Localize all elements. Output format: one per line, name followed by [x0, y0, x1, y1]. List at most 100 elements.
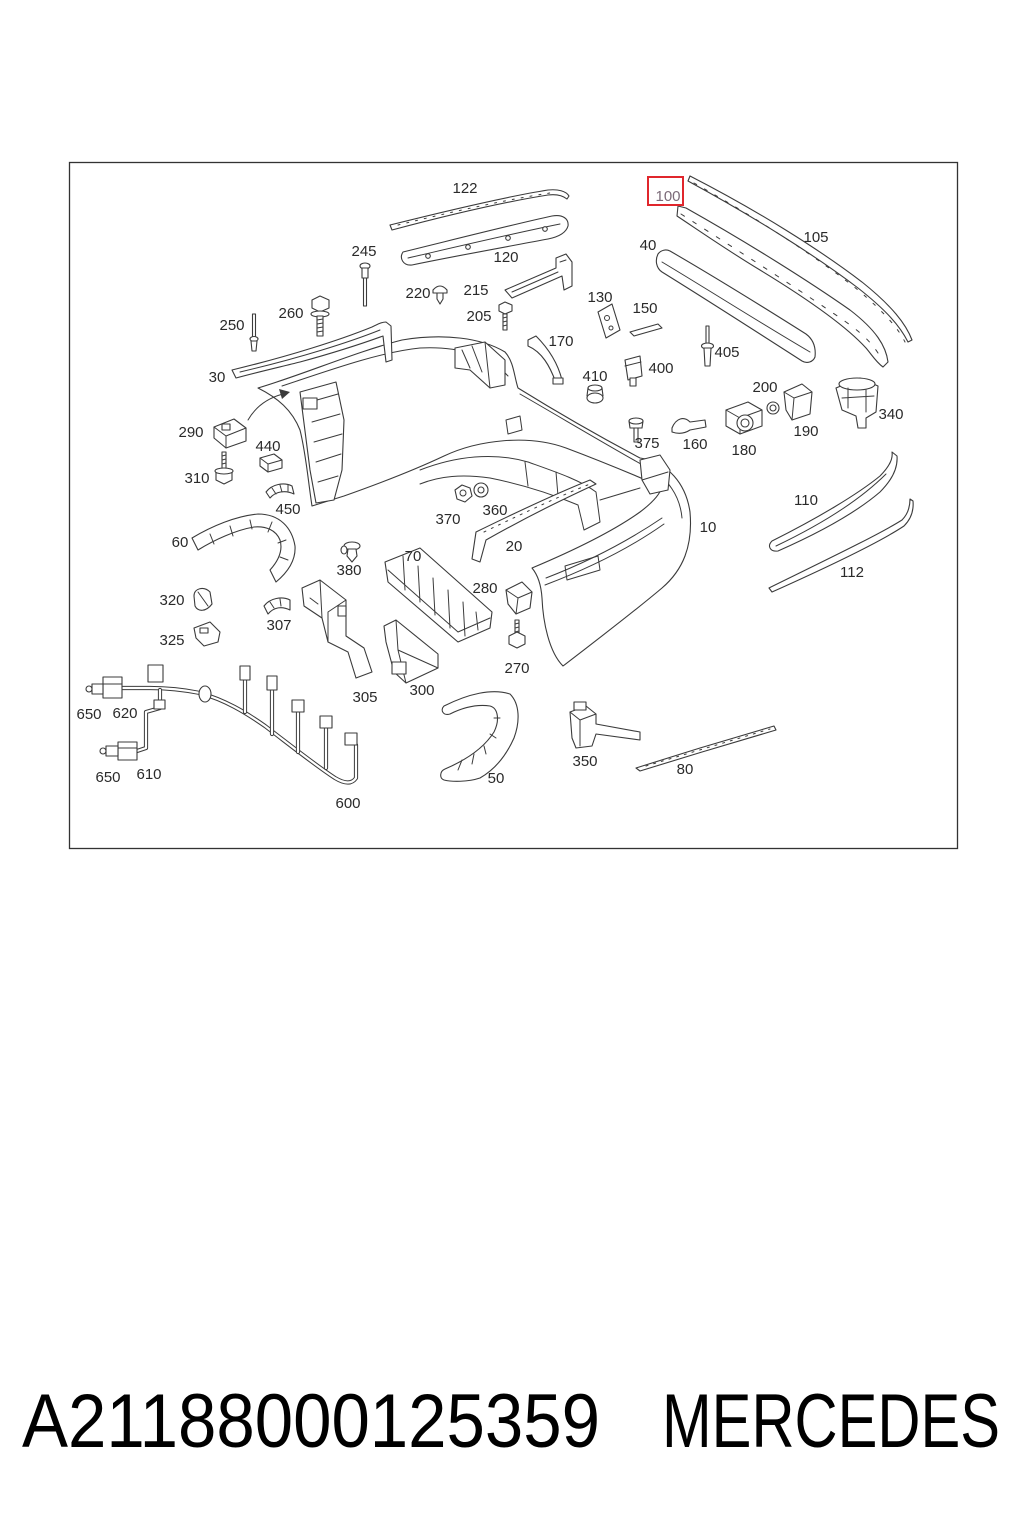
- callout-80: 80: [677, 761, 694, 778]
- callout-405: 405: [714, 344, 739, 361]
- part-290-clip: [213, 418, 247, 449]
- callout-320: 320: [159, 592, 184, 609]
- part-610-connector: [117, 741, 138, 761]
- footer-part-number: A21188000125359: [22, 1379, 600, 1464]
- callout-300: 300: [409, 682, 434, 699]
- callout-307: 307: [266, 617, 291, 634]
- part-300-bracket: [383, 619, 439, 684]
- callout-190: 190: [793, 423, 818, 440]
- callout-650-lower: 650: [95, 769, 120, 786]
- callout-60: 60: [172, 534, 189, 551]
- callout-260: 260: [278, 305, 303, 322]
- part-170-bracket: [527, 335, 564, 385]
- part-190-cap: [783, 383, 813, 421]
- callout-50: 50: [488, 770, 505, 787]
- callout-280: 280: [472, 580, 497, 597]
- part-100-mounting-strip: [676, 205, 889, 368]
- part-307-clip: [263, 597, 291, 615]
- part-280-clip: [505, 581, 533, 615]
- part-122-upper-trim-strip: [389, 189, 570, 231]
- part-20-guide-strip: [471, 479, 597, 563]
- callout-400: 400: [648, 360, 673, 377]
- part-50-lower-liner: [440, 691, 519, 782]
- part-450-clip: [265, 483, 295, 499]
- callout-380: 380: [336, 562, 361, 579]
- part-370-nut: [454, 484, 473, 503]
- part-270-screw: [508, 619, 526, 649]
- callout-350: 350: [572, 753, 597, 770]
- part-30-spacer-strip: [231, 321, 393, 379]
- part-40-lower-strip: [655, 249, 816, 363]
- part-110-side-trim: [769, 451, 898, 552]
- part-600-wiring-harness: [119, 664, 359, 785]
- pointer-arrow: [247, 389, 290, 421]
- part-250-pin: [249, 313, 259, 352]
- part-205-screw: [498, 301, 513, 331]
- callout-170: 170: [548, 333, 573, 350]
- part-650-plug-upper: [85, 683, 104, 695]
- part-405-rivet: [700, 325, 715, 367]
- part-310-screw: [214, 451, 234, 485]
- part-245-rivet: [359, 262, 371, 307]
- callout-650-upper: 650: [76, 706, 101, 723]
- callout-290: 290: [178, 424, 203, 441]
- callout-20: 20: [506, 538, 523, 555]
- part-160-bracket: [671, 418, 707, 434]
- part-215-bracket: [504, 253, 573, 299]
- callout-215: 215: [463, 282, 488, 299]
- callout-450: 450: [275, 501, 300, 518]
- part-150-clip: [629, 323, 663, 337]
- callout-410: 410: [582, 368, 607, 385]
- callout-360: 360: [482, 502, 507, 519]
- part-340-sensor-housing: [835, 377, 879, 429]
- callout-610: 610: [136, 766, 161, 783]
- diagram-frame: [68, 161, 959, 850]
- part-80-thin-strip: [635, 725, 777, 772]
- part-180-parking-sensor: [725, 401, 763, 435]
- part-200-ring: [766, 401, 780, 415]
- callout-600: 600: [335, 795, 360, 812]
- callout-620: 620: [112, 705, 137, 722]
- callout-105: 105: [803, 229, 828, 246]
- part-70-bracket: [384, 547, 493, 643]
- callout-305: 305: [352, 689, 377, 706]
- part-10-bumper-cover: [257, 336, 692, 667]
- callout-270: 270: [504, 660, 529, 677]
- part-105-clip-strip: [687, 175, 913, 343]
- callout-220: 220: [405, 285, 430, 302]
- part-120-trim-panel: [400, 215, 569, 266]
- part-620-connector: [102, 676, 123, 699]
- callout-370: 370: [435, 511, 460, 528]
- part-410-grommet: [586, 384, 604, 404]
- part-220-push-clip: [432, 285, 448, 305]
- callout-440: 440: [255, 438, 280, 455]
- part-380-push-rivet: [340, 541, 361, 563]
- part-325-bracket: [193, 621, 221, 647]
- part-360-washer: [473, 482, 489, 498]
- callout-325: 325: [159, 632, 184, 649]
- callout-245: 245: [351, 243, 376, 260]
- part-350-bracket: [569, 701, 641, 749]
- callout-160: 160: [682, 436, 707, 453]
- callout-30: 30: [209, 369, 226, 386]
- callout-205: 205: [466, 308, 491, 325]
- callout-250: 250: [219, 317, 244, 334]
- callout-labels: 122 105 40 120 245 220 215 130 150 205 2…: [76, 180, 903, 812]
- part-375-screw: [628, 417, 644, 443]
- callout-340: 340: [878, 406, 903, 423]
- callout-100-highlighted: 100: [655, 188, 680, 205]
- part-112-thin-trim: [768, 498, 914, 593]
- callout-310: 310: [184, 470, 209, 487]
- part-650-plug-lower: [99, 745, 119, 757]
- callout-112: 112: [840, 564, 864, 581]
- callout-150: 150: [632, 300, 657, 317]
- part-260-bolt: [310, 295, 330, 337]
- highlight-box: [647, 176, 684, 206]
- footer-brand: MERCEDES: [662, 1379, 1000, 1464]
- part-130-plate: [597, 303, 621, 339]
- callout-122: 122: [452, 180, 477, 197]
- callout-70: 70: [405, 548, 422, 565]
- part-320-clip: [193, 587, 213, 611]
- callout-130: 130: [587, 289, 612, 306]
